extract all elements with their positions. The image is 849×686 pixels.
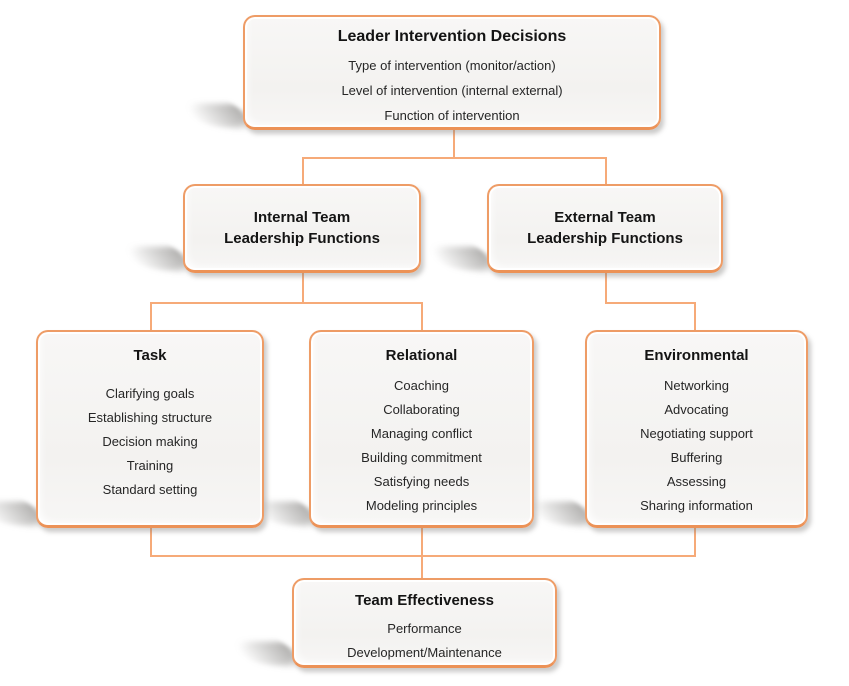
list-item: Coaching [394, 378, 449, 393]
list-item: Level of intervention (internal external… [341, 83, 563, 98]
node-item-list: Coaching Collaborating Managing conflict… [311, 374, 532, 518]
list-item: Advocating [664, 402, 729, 417]
node-title: Environmental [644, 347, 749, 364]
node-title: Internal Team [253, 209, 351, 226]
list-item: Decision making [102, 434, 198, 449]
connector-line [453, 130, 455, 159]
list-item: Buffering [670, 450, 723, 465]
node-item-list: Performance Development/Maintenance [294, 617, 555, 665]
node-team-effectiveness: Team Effectiveness Performance Developme… [292, 578, 557, 668]
list-item: Development/Maintenance [347, 645, 502, 660]
connector-line [302, 157, 304, 185]
node-title: Relational [385, 347, 458, 364]
connector-line [421, 302, 423, 330]
node-item-list: Networking Advocating Negotiating suppor… [587, 374, 806, 518]
node-task: Task Clarifying goals Establishing struc… [36, 330, 264, 528]
connector-line [302, 157, 607, 159]
list-item: Performance [387, 621, 462, 636]
list-item: Building commitment [361, 450, 482, 465]
node-environmental: Environmental Networking Advocating Nego… [585, 330, 808, 528]
list-item: Clarifying goals [105, 386, 195, 401]
list-item: Training [126, 458, 174, 473]
list-item: Modeling principles [365, 498, 478, 513]
node-title: Leadership Functions [527, 230, 683, 247]
node-item-list: Type of intervention (monitor/action) Le… [245, 53, 659, 128]
node-title: Task [133, 347, 167, 364]
list-item: Assessing [666, 474, 727, 489]
connector-line [302, 273, 304, 304]
list-item: Negotiating support [640, 426, 753, 441]
list-item: Function of intervention [384, 108, 520, 123]
connector-line [694, 528, 696, 557]
connector-line [421, 528, 423, 557]
node-item-list: Clarifying goals Establishing structure … [38, 382, 262, 502]
connector-line [150, 528, 152, 557]
connector-line [605, 302, 696, 304]
connector-line [694, 302, 696, 330]
node-title: Leadership Functions [224, 230, 380, 247]
list-item: Satisfying needs [373, 474, 470, 489]
node-leader-intervention-decisions: Leader Intervention Decisions Type of in… [243, 15, 661, 130]
node-relational: Relational Coaching Collaborating Managi… [309, 330, 534, 528]
list-item: Establishing structure [87, 410, 213, 425]
node-title: External Team [554, 209, 656, 226]
connector-line [605, 157, 607, 185]
list-item: Sharing information [640, 498, 753, 513]
connector-line [150, 555, 696, 557]
node-title: Team Effectiveness [355, 592, 494, 609]
list-item: Networking [663, 378, 730, 393]
list-item: Collaborating [383, 402, 460, 417]
connector-line [421, 555, 423, 578]
list-item: Managing conflict [370, 426, 473, 441]
list-item: Type of intervention (monitor/action) [348, 58, 556, 73]
node-internal-team-leadership-functions: Internal Team Leadership Functions [183, 184, 421, 273]
list-item: Standard setting [102, 482, 198, 497]
connector-line [150, 302, 152, 330]
node-title: Leader Intervention Decisions [337, 28, 567, 45]
connector-line [150, 302, 423, 304]
node-external-team-leadership-functions: External Team Leadership Functions [487, 184, 723, 273]
connector-line [605, 273, 607, 304]
